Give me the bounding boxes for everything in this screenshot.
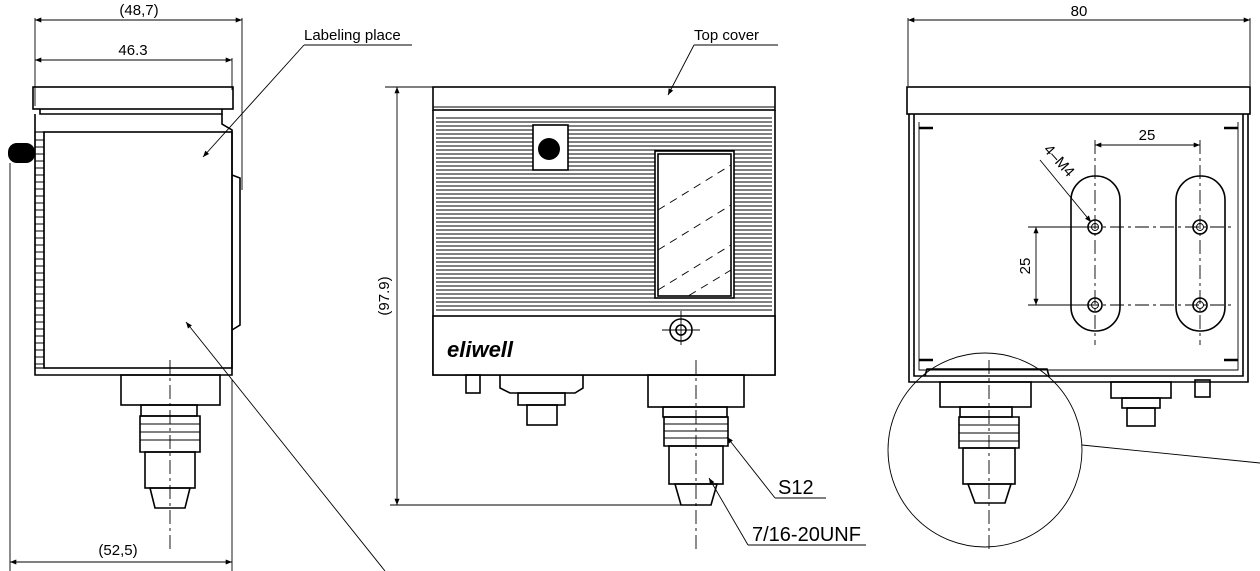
dim-back-width: 80 [1071,3,1088,20]
top-cover-leader [667,44,695,96]
front-ribs [436,117,772,311]
side-view: (48,7) 46.3 (52,5) Labeling [8,2,412,571]
glass-hatch [658,164,731,296]
front-view: Top cover eliwell [376,27,866,552]
dim-hole-horizontal: 25 [1139,127,1156,144]
detail-leader [1081,444,1260,464]
mount-slot-left [1070,175,1121,332]
labeling-place-leader-lower [185,321,386,571]
back-view: 80 25 25 4–M4 [887,3,1260,552]
adjust-screw-icon [538,138,560,160]
holes-label: 4–M4 [1040,141,1078,180]
s12-label: S12 [778,477,814,499]
dim-overall-width: (48,7) [119,2,158,19]
top-cover-label: Top cover [694,27,759,44]
labeling-place-label: Labeling place [304,27,401,44]
side-ribs [34,131,45,369]
dim-base-width: (52,5) [98,542,137,559]
holes-leader [1039,159,1092,223]
thread-label: 7/16-20UNF [752,524,861,546]
labeling-place-leader [202,44,305,158]
mount-slot-right [1175,175,1226,332]
adjust-knob-icon [8,143,35,163]
sight-window [654,150,735,299]
dim-body-width: 46.3 [118,42,147,59]
dim-hole-vertical: 25 [1017,258,1034,275]
detail-circle [887,352,1083,548]
dim-height: (97.9) [376,276,393,315]
eliwell-logo: eliwell [447,337,514,362]
